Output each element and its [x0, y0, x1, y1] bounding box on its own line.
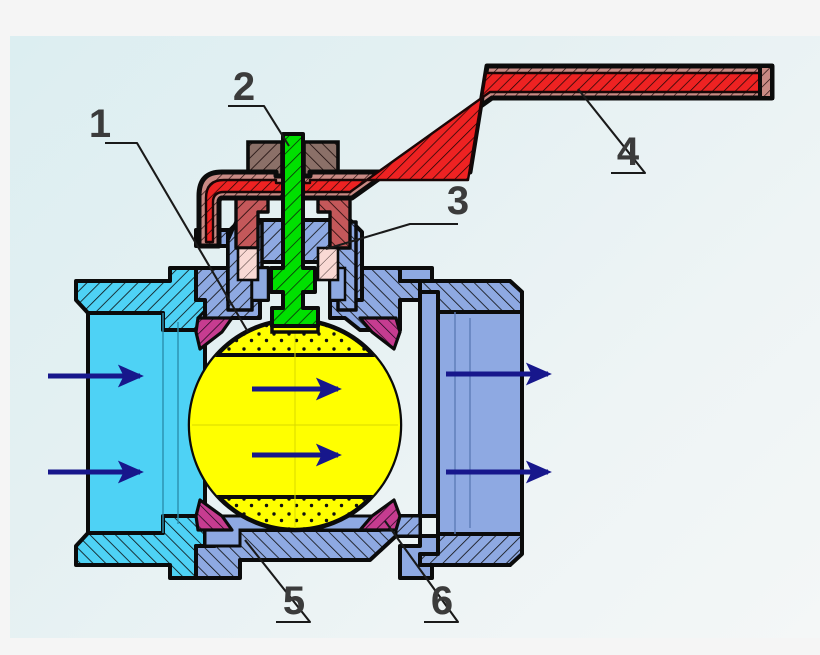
callout-label-2: 2	[233, 65, 255, 109]
callout-leaders	[105, 88, 647, 624]
ball-seats	[194, 316, 402, 532]
callout-leader-2	[228, 104, 290, 147]
callout-leader-5	[244, 539, 312, 624]
callout-leader-3	[325, 222, 458, 251]
ball	[187, 317, 403, 533]
inlet-end-cap	[74, 266, 207, 580]
callout-labels: 1 2 3 4 5 6	[89, 65, 640, 623]
callout-label-3: 3	[447, 179, 469, 223]
callout-label-5: 5	[283, 579, 305, 623]
outlet-end-cap	[398, 266, 524, 580]
callout-leader-4	[577, 88, 647, 175]
stem	[269, 132, 320, 328]
handle-lever[interactable]	[196, 63, 775, 249]
callout-label-1: 1	[89, 102, 111, 146]
flow-arrows	[48, 362, 552, 484]
stem-packing-seal	[236, 246, 340, 282]
callout-label-4: 4	[617, 130, 640, 174]
callout-label-6: 6	[431, 579, 453, 623]
callout-leader-6	[384, 520, 460, 624]
ball-bore-passage	[190, 353, 400, 499]
callout-leader-1	[105, 141, 249, 333]
